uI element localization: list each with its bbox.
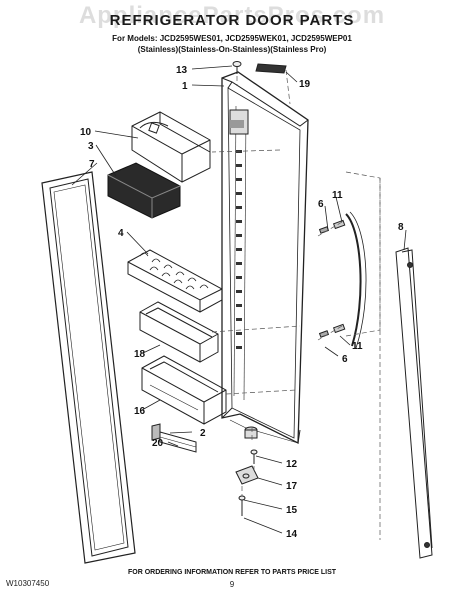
page-title: REFRIGERATOR DOOR PARTS — [109, 12, 355, 29]
callout-6-top: 6 — [318, 199, 324, 210]
callout-2: 2 — [200, 428, 206, 439]
callout-17: 17 — [286, 481, 298, 492]
part-number: W10307450 — [6, 579, 50, 588]
callout-6-bottom: 6 — [342, 354, 348, 365]
dairy-bin — [132, 112, 210, 182]
hinge-screw-top — [233, 62, 241, 75]
callout-12: 12 — [286, 459, 298, 470]
assembly-guides — [212, 70, 380, 540]
callout-13: 13 — [176, 65, 188, 76]
page-number: 9 — [229, 580, 235, 589]
callout-18: 18 — [134, 349, 146, 360]
models-line-1: For Models: JCD2595WES01, JCD2595WEK01, … — [112, 34, 352, 43]
leader-lines — [72, 66, 406, 533]
handle-bar — [346, 212, 366, 348]
callout-8: 8 — [398, 222, 404, 233]
callout-3: 3 — [88, 141, 94, 152]
trim-bracket — [152, 424, 196, 452]
callout-1: 1 — [182, 81, 188, 92]
callout-20: 20 — [152, 438, 164, 449]
bottom-hinge-parts — [236, 427, 258, 516]
callout-16: 16 — [134, 406, 146, 417]
models-line-2: (Stainless)(Stainless-On-Stainless)(Stai… — [137, 45, 327, 54]
door-top-cap — [256, 64, 286, 73]
callout-11-top: 11 — [332, 190, 343, 201]
handle-studs — [320, 220, 345, 337]
door-bin-large — [142, 356, 226, 424]
callout-7: 7 — [89, 159, 95, 170]
door-panel — [222, 72, 308, 443]
callout-15: 15 — [286, 505, 298, 516]
callout-10: 10 — [80, 127, 92, 138]
callout-11-bottom: 11 — [352, 341, 363, 352]
callout-19: 19 — [299, 79, 311, 90]
watermark: AppliancePartsPros.com — [78, 2, 386, 29]
dairy-door — [108, 163, 180, 218]
callout-numbers: 13 19 1 10 3 7 11 6 8 4 18 11 6 16 2 20 … — [80, 65, 404, 540]
egg-tray — [128, 250, 222, 312]
door-bin-small — [140, 302, 218, 362]
handle-assembly — [396, 248, 432, 558]
callout-4: 4 — [118, 228, 124, 239]
callout-14: 14 — [286, 529, 298, 540]
ordering-note: FOR ORDERING INFORMATION REFER TO PARTS … — [127, 569, 337, 576]
